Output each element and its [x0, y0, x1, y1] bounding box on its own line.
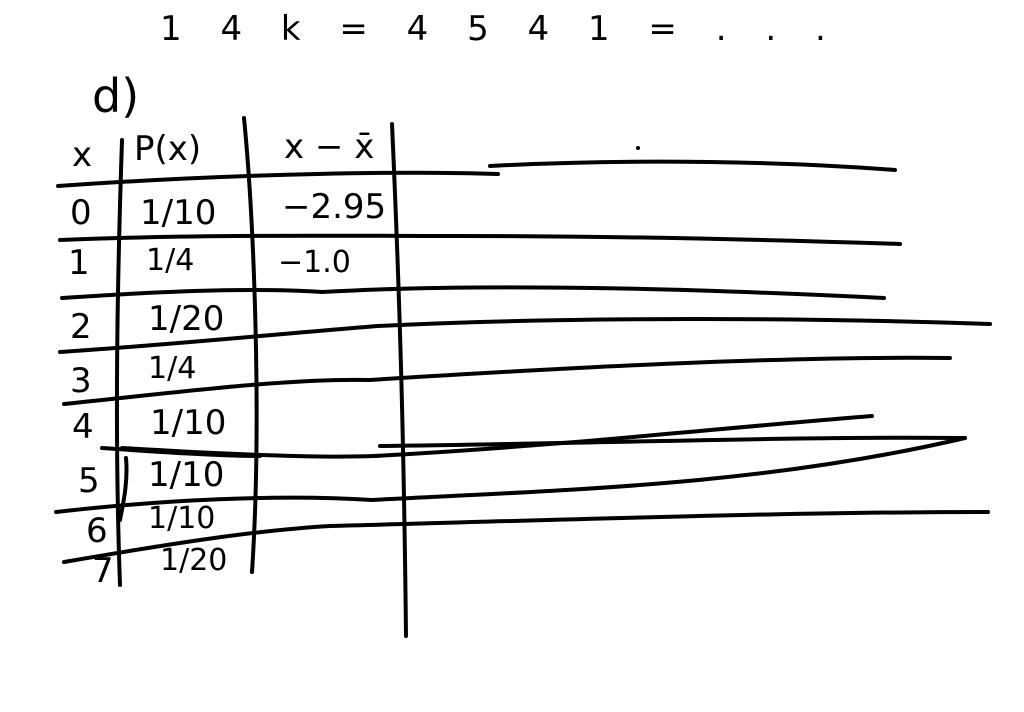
pen-dot [636, 146, 640, 150]
table-cell-x: 4 [72, 407, 94, 447]
row-line-6 [120, 414, 874, 459]
table-cell-p: 1/20 [160, 543, 227, 578]
row-line-7 [100, 435, 967, 458]
table-cell-p: 1/4 [148, 351, 196, 386]
table-cell-x: 7 [92, 551, 114, 591]
table-cell-deviation: −1.0 [278, 245, 351, 280]
table-cell-p: 1/10 [148, 501, 215, 536]
column-header-x: x [72, 135, 92, 175]
table-cell-x: 5 [78, 461, 100, 501]
table-cell-p: 1/4 [146, 243, 194, 278]
table-cell-x: 6 [86, 511, 108, 551]
table-cell-deviation: −2.95 [282, 187, 386, 227]
column-divider-1 [114, 138, 124, 587]
column-header-px: P(x) [134, 129, 201, 169]
row-line-1 [56, 159, 897, 188]
column-divider-2 [242, 116, 259, 574]
table-cell-p: 1/20 [148, 299, 224, 339]
row-line-3 [60, 285, 886, 300]
row-line-5 [62, 355, 952, 406]
table-body: 0 1/10 −2.95 1 1/4 −1.0 2 1/20 3 1/4 4 1… [68, 187, 386, 591]
table-cell-x: 0 [70, 193, 92, 233]
table-cell-p: 1/10 [140, 193, 216, 233]
table-cell-x: 3 [70, 361, 92, 401]
row-line-8 [54, 436, 967, 514]
row-line-2 [58, 233, 902, 246]
column-header-deviation: x − x̄ [284, 127, 374, 167]
table-cell-p: 1/10 [148, 455, 224, 495]
row-line-4 [58, 317, 992, 354]
table-cell-p: 1/10 [150, 403, 226, 443]
table-cell-x: 1 [68, 243, 90, 283]
header-fragment: 1 4 k = 4 5 4 1 = . . . [160, 9, 840, 49]
row-line-10 [118, 456, 129, 522]
part-label: d) [92, 69, 139, 123]
table-cell-x: 2 [70, 307, 92, 347]
row-line-9 [62, 510, 990, 564]
